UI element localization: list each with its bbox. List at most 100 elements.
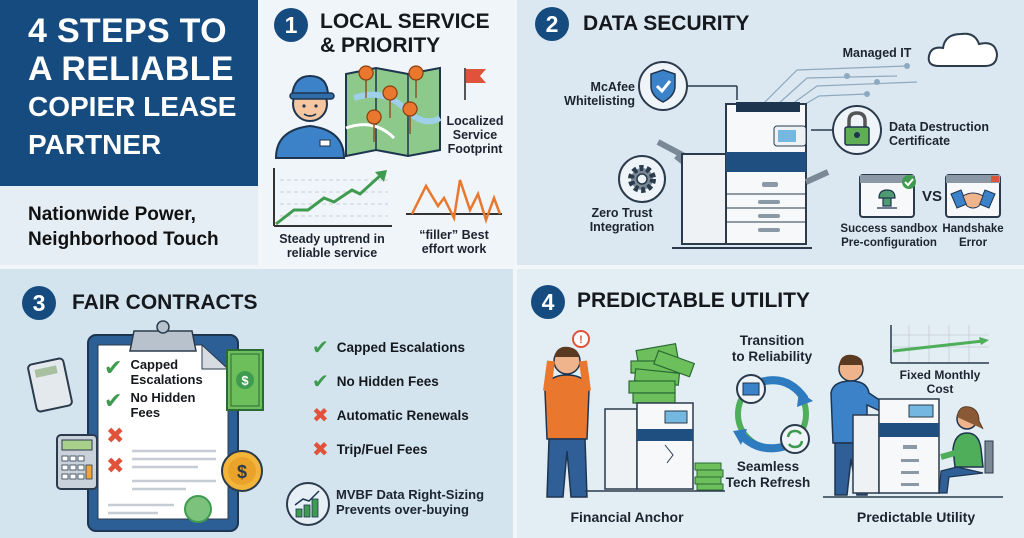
cross-icon: ✖ — [312, 405, 329, 427]
step-title: DATA SECURITY — [583, 12, 750, 35]
cross-icon: ✖ — [312, 439, 329, 461]
label-line: Prevents over-buying — [336, 502, 469, 517]
checklist-item: ✔Capped Escalations — [312, 335, 465, 360]
label-line: Handshake — [942, 223, 1004, 235]
uptrend-label: Steady uptrend in reliable service — [268, 232, 396, 260]
step-number-badge: 2 — [535, 7, 569, 41]
cross-icon: ✖ — [106, 453, 125, 478]
filler-label: “filler” Best effort work — [402, 228, 506, 256]
check-icon: ✔ — [312, 371, 329, 393]
label-line: Steady uptrend in — [279, 232, 385, 246]
label-line: effort work — [421, 242, 487, 256]
step-title-line: LOCAL SERVICE — [320, 10, 490, 33]
step-2-panel: 2 DATA SECURITY McAfee Whitelisting Mana… — [517, 0, 1024, 265]
fixed-cost-label: Fixed Monthly Cost — [899, 368, 981, 396]
sandbox-label: Success sandbox Pre-configuration — [835, 222, 943, 250]
label-line: MVBF Data Right-Sizing — [336, 487, 485, 502]
clipboard-icon — [87, 320, 239, 532]
label-line: McAfee — [590, 80, 635, 94]
label-line: reliable service — [286, 246, 378, 260]
label-line: Capped — [130, 357, 179, 372]
svg-text:!: ! — [579, 334, 583, 346]
label-line: Service — [452, 128, 498, 142]
check-icon: ✔ — [104, 388, 123, 413]
map-label: Localized Service Footprint — [438, 114, 512, 156]
growth-chart-icon — [286, 482, 330, 526]
copier-icon — [656, 102, 830, 249]
predictable-utility-label: Predictable Utility — [856, 509, 976, 525]
red-flag-icon — [464, 68, 486, 100]
label-line: Fees — [130, 405, 161, 420]
label-line: Data Destruction — [889, 120, 990, 134]
checklist-label: Capped Escalations — [336, 340, 466, 355]
broken-copier-icon — [585, 342, 725, 492]
subtitle-line: Nationwide Power, — [28, 204, 196, 225]
zero-trust-label: Zero Trust Integration — [577, 206, 667, 234]
svg-text:$: $ — [241, 373, 249, 388]
title-panel: 4 STEPS TO A RELIABLE COPIER LEASE PARTN… — [0, 0, 258, 265]
checklist-label: No Hidden Fees — [336, 374, 439, 389]
title-line: COPIER LEASE — [28, 91, 237, 122]
calculator-icon — [27, 357, 73, 413]
calculator-icon — [56, 434, 98, 490]
cycle-arrows-icon — [733, 374, 813, 454]
circuit-lines — [756, 63, 918, 116]
dollar-bill-icon: $ — [226, 349, 264, 411]
transition-label: Transition to Reliability — [717, 333, 827, 365]
sandbox-window-icon — [859, 174, 916, 218]
label-line: Transition — [739, 333, 805, 348]
label-line: Success sandbox — [840, 223, 938, 235]
vs-label: VS — [921, 188, 942, 205]
label-line: Localized — [446, 114, 504, 128]
label-line: Zero Trust — [591, 206, 653, 220]
checklist-item: ✖ Trip/Fuel Fees — [312, 437, 428, 462]
step-title-line: & PRIORITY — [320, 34, 441, 57]
step-number-badge: 4 — [531, 285, 565, 319]
label-line: Error — [958, 237, 988, 249]
handshake-window-icon — [945, 174, 1001, 218]
label-line: Tech Refresh — [725, 475, 811, 490]
label-line: Seamless — [736, 459, 800, 474]
label-line: Footprint — [447, 142, 503, 156]
shield-check-icon — [638, 61, 738, 111]
checklist-item: ✖ Automatic Renewals — [312, 403, 469, 428]
check-icon: ✔ — [104, 355, 123, 380]
checklist-label: Trip/Fuel Fees — [336, 442, 428, 457]
svg-text:$: $ — [237, 462, 247, 482]
flat-cost-chart-icon — [890, 325, 989, 364]
data-destruction-label: Data Destruction Certificate — [889, 120, 1009, 148]
label-line: to Reliability — [731, 349, 813, 364]
coin-icon: $ — [221, 450, 263, 492]
map-pins-icon — [345, 65, 442, 158]
subtitle-line: Neighborhood Touch — [28, 229, 219, 250]
step-number-badge: 3 — [22, 286, 56, 320]
office-workers-icon — [823, 354, 1003, 498]
label-line: Whitelisting — [564, 94, 635, 108]
padlock-icon — [811, 105, 882, 155]
subtitle: Nationwide Power, Neighborhood Touch — [28, 202, 219, 252]
checklist-item: ✔ No Hidden Fees — [312, 369, 439, 394]
step-title: PREDICTABLE UTILITY — [577, 289, 810, 312]
title-line: A RELIABLE — [28, 50, 234, 88]
step-4-panel: 4 PREDICTABLE UTILITY ! Financial Anchor… — [517, 269, 1024, 538]
uptrend-chart-icon — [273, 168, 392, 227]
checklist-label: Automatic Renewals — [336, 408, 469, 423]
title-line: PARTNER — [28, 129, 162, 160]
cloud-icon — [927, 32, 999, 67]
main-title-block: 4 STEPS TO A RELIABLE COPIER LEASE PARTN… — [0, 0, 258, 186]
label-line: Certificate — [889, 134, 951, 148]
gear-icon — [618, 155, 666, 203]
label-line: Pre-configuration — [841, 237, 937, 249]
cross-icon: ✖ — [106, 423, 125, 448]
label-line: “filler” Best — [419, 228, 489, 242]
title-line: 4 STEPS TO — [28, 12, 227, 50]
step-1-panel: 1 LOCAL SERVICE & PRIORITY Localized Ser… — [262, 0, 513, 265]
managed-it-label: Managed IT — [842, 46, 912, 60]
stressed-man-icon: ! — [543, 330, 591, 498]
label-line: No Hidden — [130, 390, 196, 405]
